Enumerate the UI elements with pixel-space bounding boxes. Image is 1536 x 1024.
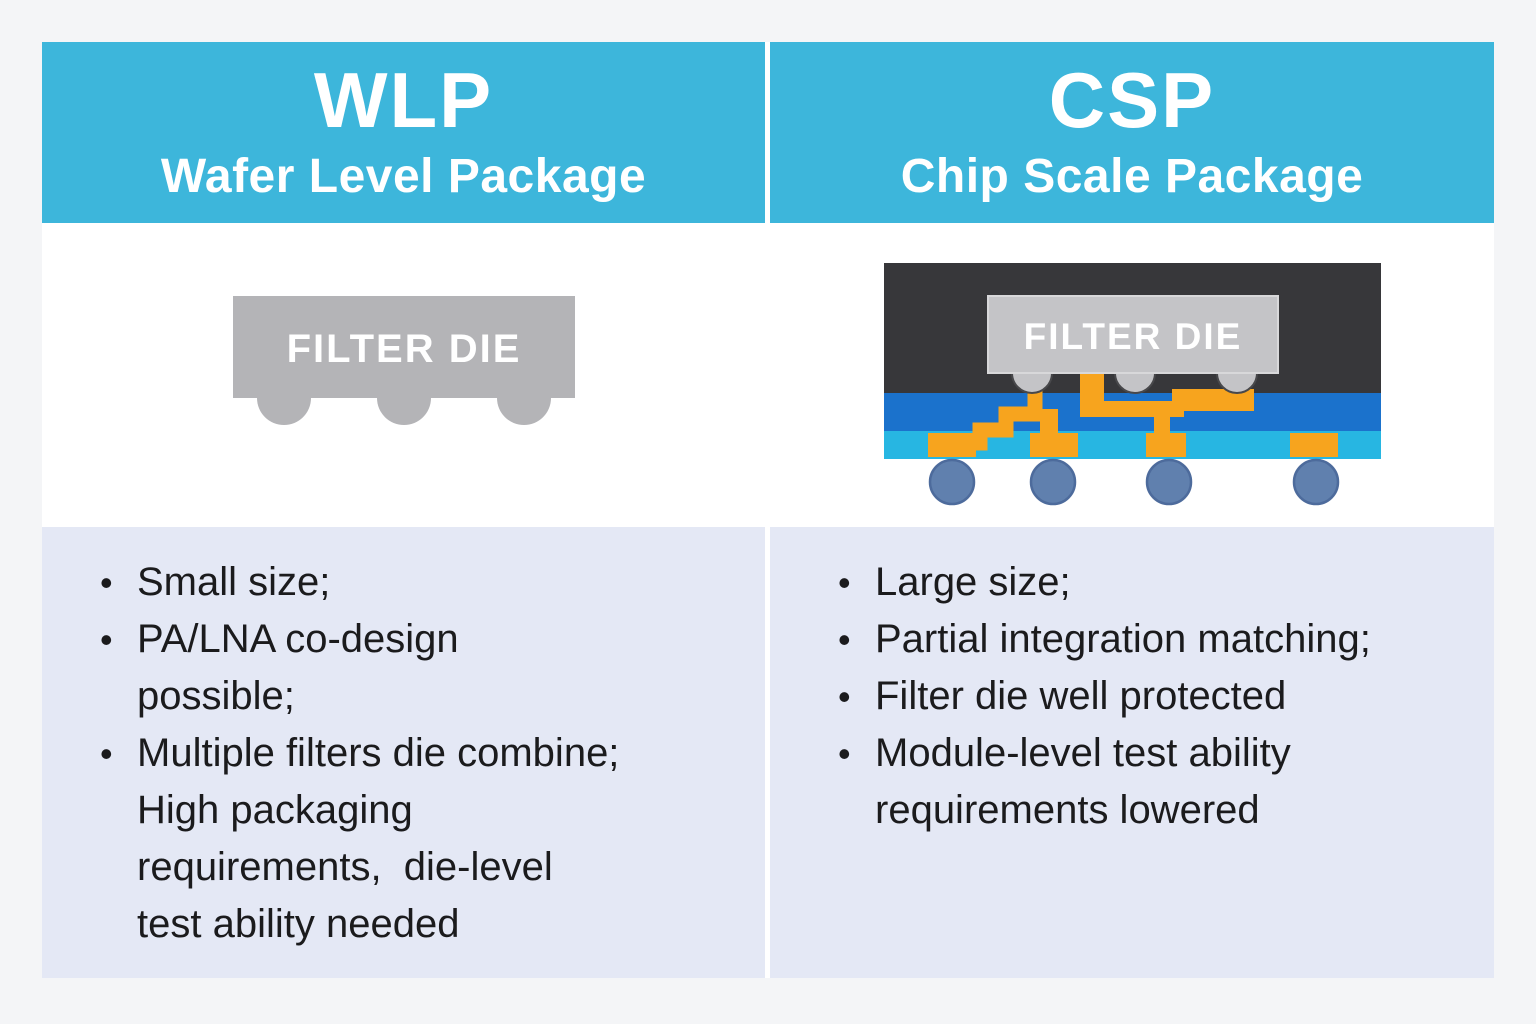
csp-routing-traces bbox=[927, 372, 1338, 457]
csp-bullet-2: Partial integration matching; bbox=[875, 617, 1371, 661]
csp-subtitle: Chip Scale Package bbox=[900, 150, 1364, 203]
list-item: • Small size; bbox=[100, 554, 747, 611]
csp-ball-4 bbox=[1292, 458, 1339, 505]
csp-die-body bbox=[986, 294, 1279, 374]
wlp-bullet-2: PA/LNA co-design possible; bbox=[137, 617, 459, 718]
package-comparison-table: WLP Wafer Level Package CSP Chip Scale P… bbox=[42, 42, 1494, 978]
list-item: • Partial integration matching; bbox=[838, 611, 1476, 668]
csp-ball-3 bbox=[1145, 458, 1192, 505]
csp-bullet-list: • Large size; • Partial integration matc… bbox=[838, 554, 1476, 839]
csp-header: CSP Chip Scale Package bbox=[770, 42, 1494, 223]
csp-die-label: FILTER DIE bbox=[1023, 316, 1242, 357]
csp-ball-2 bbox=[1029, 458, 1076, 505]
csp-ball-1 bbox=[928, 458, 975, 505]
csp-solder-balls bbox=[928, 458, 1339, 505]
wlp-bullet-1: Small size; bbox=[137, 560, 331, 604]
csp-title: CSP bbox=[1048, 56, 1216, 144]
wlp-bump-2 bbox=[376, 371, 431, 425]
bullet-icon: • bbox=[100, 562, 113, 603]
list-item: • Large size; bbox=[838, 554, 1476, 611]
list-item: • Module-level test ability requirements… bbox=[838, 725, 1476, 839]
wlp-bullet-3: Multiple filters die combine; High packa… bbox=[137, 731, 620, 946]
bullet-icon: • bbox=[100, 619, 113, 660]
wlp-bump-3 bbox=[496, 371, 551, 425]
wlp-die-label: FILTER DIE bbox=[286, 327, 521, 371]
csp-diagram-panel: FILTER DIE bbox=[770, 223, 1494, 527]
bullet-icon: • bbox=[838, 733, 851, 774]
bullet-icon: • bbox=[838, 562, 851, 603]
wlp-header: WLP Wafer Level Package bbox=[42, 42, 765, 223]
bullet-icon: • bbox=[838, 676, 851, 717]
csp-bullet-3: Filter die well protected bbox=[875, 674, 1287, 718]
list-item: • PA/LNA co-design possible; bbox=[100, 611, 747, 725]
wlp-filter-die-diagram: FILTER DIE bbox=[232, 296, 575, 425]
wlp-diagram-panel: FILTER DIE bbox=[42, 223, 765, 527]
wlp-title: WLP bbox=[313, 56, 494, 144]
wlp-bullets-panel: • Small size; • PA/LNA co-design possibl… bbox=[42, 527, 765, 978]
csp-package-diagram: FILTER DIE bbox=[883, 262, 1381, 505]
csp-bullets-panel: • Large size; • Partial integration matc… bbox=[770, 527, 1494, 978]
wlp-bump-1 bbox=[256, 371, 311, 425]
bullet-icon: • bbox=[838, 619, 851, 660]
csp-bullet-1: Large size; bbox=[875, 560, 1071, 604]
bullet-icon: • bbox=[100, 733, 113, 774]
wlp-subtitle: Wafer Level Package bbox=[160, 150, 647, 203]
csp-bullet-4: Module-level test ability requirements l… bbox=[875, 731, 1291, 832]
list-item: • Filter die well protected bbox=[838, 668, 1476, 725]
list-item: • Multiple filters die combine; High pac… bbox=[100, 725, 747, 953]
wlp-bullet-list: • Small size; • PA/LNA co-design possibl… bbox=[100, 554, 747, 953]
